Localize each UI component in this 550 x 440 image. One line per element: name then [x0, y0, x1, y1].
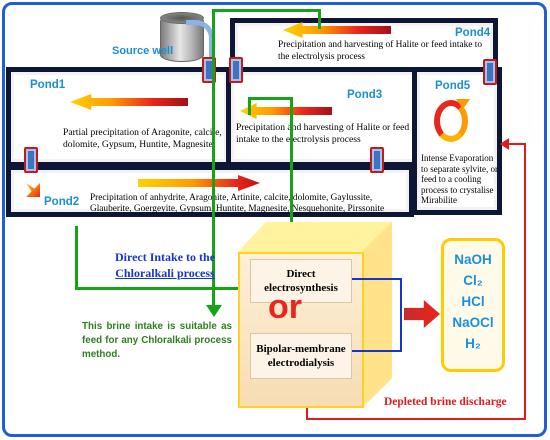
intake-line-pond3-top: [248, 97, 293, 100]
pond2: [6, 165, 414, 217]
valve-pond4-pond5: [483, 59, 497, 85]
intake-line-pond3-left: [248, 97, 251, 115]
direct-intake-label: Direct Intake to the Chloralkali process: [95, 249, 235, 281]
pond4-label: Pond4: [455, 27, 491, 39]
intake-line-direct-horizontal: [75, 287, 293, 290]
depleted-brine-label: Depleted brine discharge: [384, 396, 507, 408]
option-bipolar-label: Bipolar-membrane electrodialysis: [256, 343, 346, 369]
option-box-direct: Direct electrosynthesis: [250, 259, 352, 303]
direct-intake-line1: Direct Intake to the: [114, 250, 216, 264]
connector-bottom-h: [352, 350, 402, 352]
pond3-label: Pond3: [347, 89, 383, 101]
pond1-label: Pond1: [30, 79, 66, 91]
process-cube-side: [362, 222, 392, 408]
brine-suitability-note: This brine intake is suitable as feed fo…: [82, 321, 232, 360]
pond2-description: Precipitation of anhydrite, Aragonite, A…: [90, 193, 385, 214]
option-direct-label: Direct electrosynthesis: [264, 268, 338, 294]
or-label: or: [268, 288, 302, 326]
return-line-bottom: [306, 418, 526, 420]
valve-pond1-pond2: [24, 147, 38, 173]
pond3: [226, 67, 420, 167]
source-well-pipe: [186, 20, 214, 64]
pond2-flow-arrow: [138, 175, 260, 191]
products-box: NaOH Cl₂ HCl NaOCl H₂: [441, 238, 505, 372]
pond5-description: Intense Evaporation to separate sylvite,…: [421, 153, 498, 205]
process-cube-top: [238, 222, 392, 252]
pond2-label: Pond2: [44, 196, 80, 208]
product-cl2: Cl₂: [463, 273, 483, 288]
source-well-label: Source well: [112, 45, 174, 57]
intake-line-top-right: [212, 9, 215, 61]
product-h2: H₂: [465, 336, 481, 351]
connector-top-h1: [352, 278, 402, 280]
evaporation-cycle-icon: [434, 100, 468, 142]
pond1-description: Partial precipitation of Aragonite, calc…: [63, 127, 222, 150]
pond4-description: Precipitation and harvesting of Halite o…: [278, 40, 483, 62]
pond5-label: Pond5: [435, 80, 471, 92]
direct-intake-line2: Chloralkali process: [115, 266, 215, 280]
product-naoh: NaOH: [454, 252, 492, 267]
intake-line-top: [212, 9, 318, 12]
connector-top-v: [400, 278, 402, 352]
intake-line-direct-left: [75, 226, 78, 290]
valve-pond1-pond3: [229, 57, 243, 83]
intake-line-top-edge: [318, 9, 321, 29]
pond5: [412, 67, 502, 215]
pond3-flow-arrow: [240, 103, 332, 119]
pond3-description: Precipitation and harvesting of Halite o…: [236, 122, 410, 145]
product-naocl: NaOCl: [452, 315, 494, 330]
intake-line-pond3: [290, 97, 293, 287]
return-line-down: [306, 408, 308, 420]
pond1-flow-arrow: [70, 94, 188, 110]
option-box-bipolar: Bipolar-membrane electrodialysis: [250, 333, 352, 379]
pond4-flow-arrow: [283, 22, 391, 38]
cycle-arrowhead-icon: [456, 99, 470, 109]
return-line-in: [506, 143, 526, 145]
intake-line-main: [212, 58, 215, 310]
product-hcl: HCl: [461, 294, 485, 309]
return-arrowhead: [500, 138, 509, 150]
pond2-inlet-arrow: [26, 183, 40, 197]
intake-down-arrowhead: [206, 305, 222, 317]
valve-pond3-pond2: [370, 147, 384, 173]
return-line-up: [524, 143, 526, 420]
